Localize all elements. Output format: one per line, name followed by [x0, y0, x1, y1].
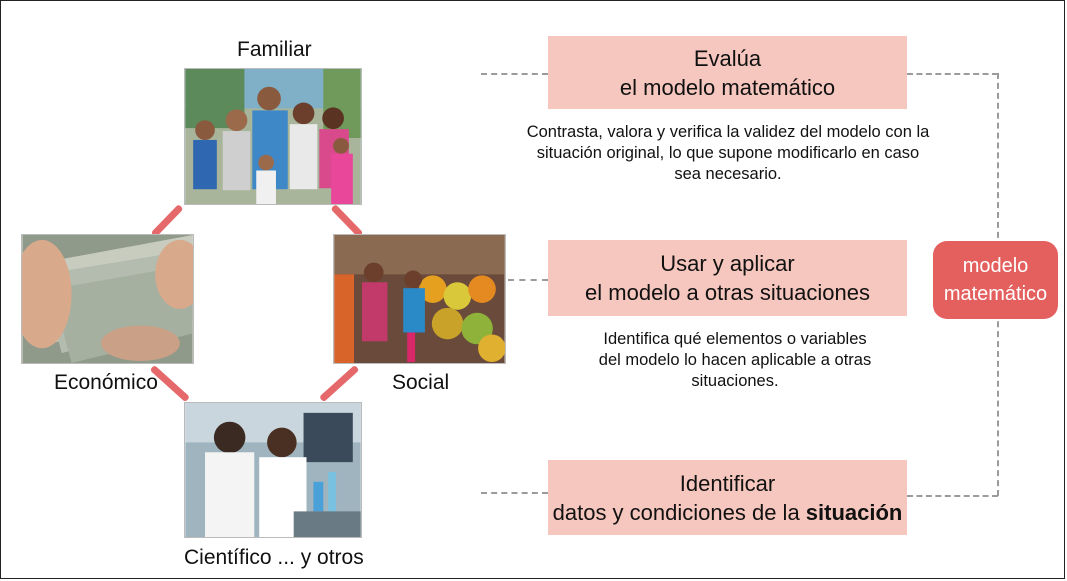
- step-usar-description-line-2: del modelo lo hacen aplicable a otras: [598, 351, 872, 369]
- step-usar-description: Identifica qué elementos o variables del…: [560, 329, 910, 392]
- step-identificar-subtitle-bold: situación: [805, 499, 903, 525]
- step-evalua-description-line-2: situación original, lo que supone modifi…: [536, 144, 920, 162]
- step-evalua-subtitle: el modelo matemático: [619, 74, 836, 100]
- label-cientifico: Científico ... y otros: [184, 546, 364, 569]
- market-photo-image: [334, 235, 505, 363]
- dashed-line-evalua-left: [481, 73, 548, 75]
- step-identificar-subtitle-prefix: datos y condiciones de la: [552, 499, 806, 525]
- step-identificar-title: Identificar: [679, 470, 776, 496]
- badge-line-2: matemático: [943, 283, 1048, 305]
- step-evalua-title: Evalúa: [693, 45, 762, 71]
- step-evalua-description-line-3: sea necesario.: [674, 165, 782, 183]
- family-photo-image: [185, 69, 361, 204]
- photo-social: [333, 234, 506, 364]
- dashed-line-usar-left: [508, 279, 548, 281]
- step-usar-box: Usar y aplicar el modelo a otras situaci…: [548, 240, 907, 316]
- label-economico: Económico: [54, 371, 158, 394]
- photo-cientifico: [184, 402, 362, 538]
- step-evalua-description: Contrasta, valora y verifica la validez …: [513, 122, 943, 185]
- step-usar-subtitle: el modelo a otras situaciones: [585, 280, 870, 305]
- step-usar-description-line-1: Identifica qué elementos o variables: [603, 330, 867, 348]
- photo-familiar: [184, 68, 362, 205]
- step-usar-title: Usar y aplicar: [660, 251, 795, 276]
- badge-line-1: modelo: [962, 255, 1029, 277]
- lab-photo-image: [185, 403, 361, 537]
- label-social: Social: [392, 371, 450, 394]
- dashed-line-evalua-right: [907, 73, 998, 75]
- step-identificar-subtitle: datos y condiciones de la situación: [548, 498, 907, 527]
- step-evalua-description-line-1: Contrasta, valora y verifica la validez …: [526, 123, 930, 141]
- photo-economico: [21, 234, 194, 364]
- step-identificar-box: Identificar datos y condiciones de la si…: [548, 460, 907, 535]
- step-evalua-box: Evalúa el modelo matemático: [548, 36, 907, 109]
- money-photo-image: [22, 235, 193, 363]
- dashed-line-identificar-left: [481, 492, 548, 494]
- step-usar-description-line-3: situaciones.: [691, 372, 779, 390]
- dashed-line-identificar-right: [907, 495, 998, 497]
- modelo-matematico-badge: modelo matemático: [933, 241, 1058, 319]
- label-familiar: Familiar: [237, 38, 312, 61]
